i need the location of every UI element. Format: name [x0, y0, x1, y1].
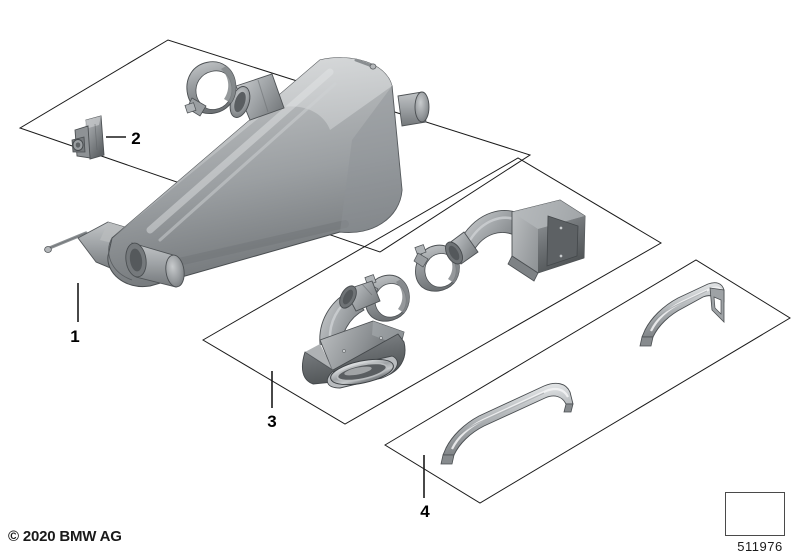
- callout-4-label: 4: [420, 502, 430, 521]
- tailpipe-trim-right: [445, 199, 586, 282]
- callout-leaders: [77, 136, 425, 498]
- trim-strip-set: [440, 282, 725, 465]
- group-3-outline: [202, 157, 662, 425]
- part-number: 511976: [737, 539, 783, 554]
- band-clamp-small-1: [363, 274, 410, 322]
- mounting-bracket: [71, 115, 105, 160]
- callout-1-label: 1: [70, 327, 80, 346]
- rear-outlet-stub: [397, 91, 430, 127]
- curved-trim-strip-front: [440, 382, 574, 465]
- rear-hanger-pin: [354, 58, 377, 70]
- tailpipe-trim-set: [301, 199, 586, 389]
- tailpipe-trim-left: [301, 280, 406, 389]
- hanger-rod: [44, 231, 88, 253]
- group-4-outline: [384, 259, 791, 504]
- copyright-text: © 2020 BMW AG: [8, 528, 122, 545]
- callout-3-label: 3: [267, 412, 277, 431]
- outlet-pipe-stub: [125, 242, 185, 288]
- callout-2-label: 2: [131, 129, 141, 148]
- corner-icon-frame: [725, 492, 785, 536]
- band-clamp: [184, 61, 237, 117]
- muffler-body: [107, 57, 403, 288]
- rear-silencer-assembly: [44, 57, 430, 288]
- curved-trim-strip-rear: [639, 282, 725, 347]
